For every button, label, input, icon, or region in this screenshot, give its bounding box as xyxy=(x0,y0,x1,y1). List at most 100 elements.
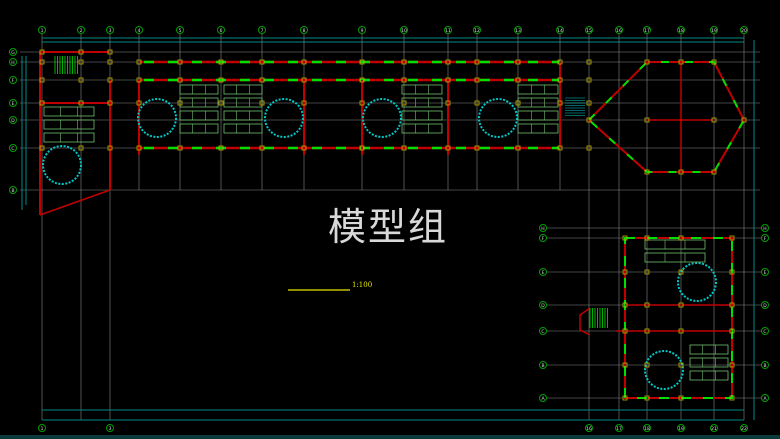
wing-axis-left-bubble xyxy=(539,361,547,369)
bottom-scrollbar[interactable] xyxy=(0,435,780,439)
column xyxy=(644,328,650,334)
round-room xyxy=(137,98,177,138)
top-axis-bubble xyxy=(556,26,564,34)
column xyxy=(78,100,84,106)
wing-axis-left-bubble xyxy=(539,268,547,276)
top-axis-bubble xyxy=(300,26,308,34)
wall xyxy=(39,189,111,216)
table xyxy=(517,110,559,121)
column xyxy=(678,302,684,308)
top-axis-label: 5 xyxy=(179,28,182,34)
column xyxy=(644,362,650,368)
top-axis-bubble xyxy=(400,26,408,34)
table xyxy=(179,123,219,134)
wing-axis-right-label: D xyxy=(763,303,767,309)
round-room xyxy=(677,262,717,302)
wing-axis-right-label: A xyxy=(763,396,767,402)
top-axis-bubble xyxy=(106,26,114,34)
table xyxy=(401,84,443,95)
column xyxy=(644,59,650,65)
column xyxy=(729,269,735,275)
wing-axis-left-label: A xyxy=(541,396,545,402)
column xyxy=(259,77,265,83)
column xyxy=(678,269,684,275)
column xyxy=(301,59,307,65)
wing-axis-right-bubble xyxy=(761,361,769,369)
column xyxy=(678,169,684,175)
wing-axis-left-bubble xyxy=(539,327,547,335)
column xyxy=(474,100,480,106)
table xyxy=(179,110,219,121)
top-axis-label: 7 xyxy=(261,28,264,34)
hexagon-wall xyxy=(587,61,746,173)
wing-axis-left-label: H xyxy=(541,226,544,232)
column xyxy=(586,117,592,123)
wing-window xyxy=(624,237,733,399)
scale-label: 1:100 xyxy=(352,281,373,289)
table xyxy=(43,132,95,143)
column xyxy=(729,362,735,368)
column xyxy=(218,59,224,65)
column xyxy=(557,77,563,83)
table xyxy=(517,123,559,134)
wing-axis-left-bubble xyxy=(539,394,547,402)
bottom-axis-bubble xyxy=(38,424,46,432)
top-axis-label: 9 xyxy=(361,28,364,34)
table xyxy=(401,123,443,134)
column xyxy=(711,117,717,123)
wing-axis-right-bubble xyxy=(761,301,769,309)
watermark-text: 模型组 xyxy=(328,205,449,249)
table xyxy=(517,97,559,108)
bottom-axis-bubble xyxy=(677,424,685,432)
top-axis-label: 1 xyxy=(41,28,44,34)
top-axis-bubble xyxy=(740,26,748,34)
left-axis-bubble xyxy=(9,186,17,194)
column xyxy=(177,100,183,106)
column xyxy=(515,59,521,65)
column xyxy=(107,49,113,55)
left-axis-label: G xyxy=(11,50,15,56)
column xyxy=(678,328,684,334)
column xyxy=(359,100,365,106)
wing-axis-left-label: E xyxy=(542,270,545,276)
column xyxy=(445,145,451,151)
wing-axis-right-bubble xyxy=(761,234,769,242)
column xyxy=(445,100,451,106)
bottom-axis-bubble xyxy=(740,424,748,432)
column xyxy=(39,100,45,106)
column xyxy=(622,269,628,275)
top-axis-label: 19 xyxy=(711,28,717,34)
column xyxy=(644,235,650,241)
column xyxy=(644,117,650,123)
column xyxy=(39,77,45,83)
column xyxy=(474,59,480,65)
bottom-axis-label: 1 xyxy=(41,426,44,432)
column xyxy=(301,145,307,151)
table xyxy=(179,84,219,95)
column xyxy=(359,145,365,151)
left-axis-bubble xyxy=(9,144,17,152)
column xyxy=(557,100,563,106)
top-axis-label: 3 xyxy=(109,28,112,34)
column xyxy=(177,77,183,83)
left-axis-label: F xyxy=(12,78,15,84)
column xyxy=(136,59,142,65)
top-axis-label: 4 xyxy=(138,28,141,34)
wing-axis-right-bubble xyxy=(761,224,769,232)
table xyxy=(689,370,729,381)
column xyxy=(401,77,407,83)
top-axis-label: 20 xyxy=(741,28,747,34)
top-axis-label: 10 xyxy=(401,28,407,34)
top-axis-bubble xyxy=(643,26,651,34)
wing-axis-right-label: F xyxy=(764,236,767,242)
left-axis-label: D xyxy=(11,118,15,124)
round-room xyxy=(264,98,304,138)
column xyxy=(39,49,45,55)
column xyxy=(729,235,735,241)
table xyxy=(517,84,559,95)
column xyxy=(78,145,84,151)
column xyxy=(711,169,717,175)
column xyxy=(644,302,650,308)
top-axis-label: 15 xyxy=(586,28,592,34)
column xyxy=(729,395,735,401)
